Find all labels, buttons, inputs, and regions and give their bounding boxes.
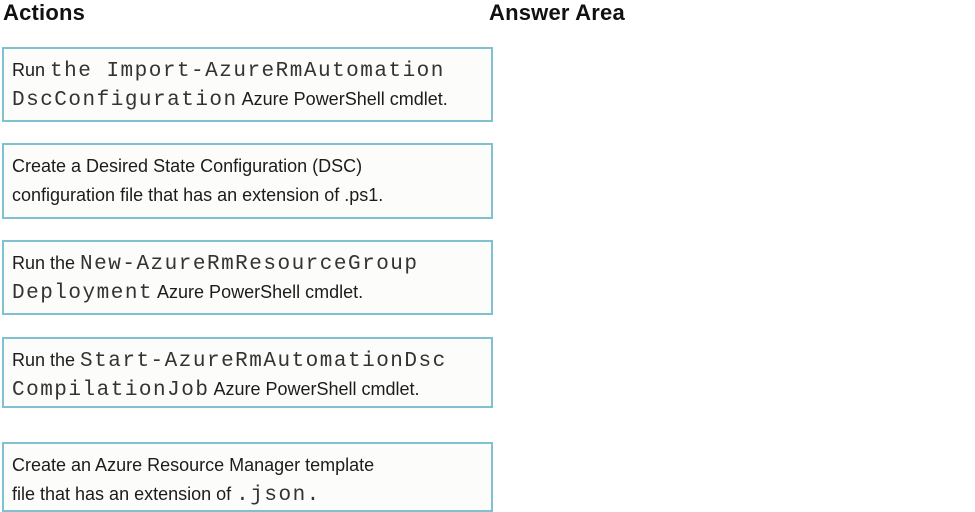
action-text-line: file that has an extension of .json.: [12, 480, 491, 509]
action-text-line: DscConfiguration Azure PowerShell cmdlet…: [12, 85, 491, 114]
cmdlet-code-text: .json.: [236, 484, 321, 507]
action-text-line: Create an Azure Resource Manager templat…: [12, 451, 491, 480]
action-label-text: Create an Azure Resource Manager templat…: [12, 455, 375, 475]
action-label-text: Run the: [12, 253, 81, 273]
action-label-text: Azure PowerShell cmdlet.: [209, 379, 420, 399]
cmdlet-code-text: DscConfiguration: [12, 89, 238, 112]
action-label-text: Run: [12, 60, 51, 80]
action-label-text: configuration file that has an extension…: [12, 185, 384, 205]
action-label-text: Azure PowerShell cmdlet.: [237, 89, 448, 109]
action-text-line: Run the Start-AzureRmAutomationDsc: [12, 346, 491, 375]
action-text-line: configuration file that has an extension…: [12, 181, 491, 210]
action-text-line: Create a Desired State Configuration (DS…: [12, 152, 491, 181]
answer-area-dropzone[interactable]: [489, 40, 969, 506]
cmdlet-code-text: Deployment: [12, 282, 154, 305]
action-text-line: Run the New-AzureRmResourceGroup: [12, 249, 491, 278]
action-label-text: Create a Desired State Configuration (DS…: [12, 156, 363, 176]
answer-area-column-header: Answer Area: [489, 0, 625, 25]
action-text-line: Deployment Azure PowerShell cmdlet.: [12, 278, 491, 307]
cmdlet-code-text: CompilationJob: [12, 379, 210, 402]
action-box[interactable]: Create a Desired State Configuration (DS…: [2, 143, 493, 219]
cmdlet-code-text: New-AzureRmResourceGroup: [80, 253, 419, 276]
action-label-text: Run the: [12, 350, 81, 370]
action-text-line: Run the Import-AzureRmAutomation: [12, 56, 491, 85]
action-label-text: Azure PowerShell cmdlet.: [153, 282, 364, 302]
action-label-text: file that has an extension of: [12, 484, 237, 504]
action-text-line: CompilationJob Azure PowerShell cmdlet.: [12, 375, 491, 404]
cmdlet-code-text: the Import-AzureRmAutomation: [50, 60, 445, 83]
cmdlet-code-text: Start-AzureRmAutomationDsc: [80, 350, 447, 373]
action-box[interactable]: Create an Azure Resource Manager templat…: [2, 442, 493, 512]
actions-column-header: Actions: [3, 0, 86, 25]
